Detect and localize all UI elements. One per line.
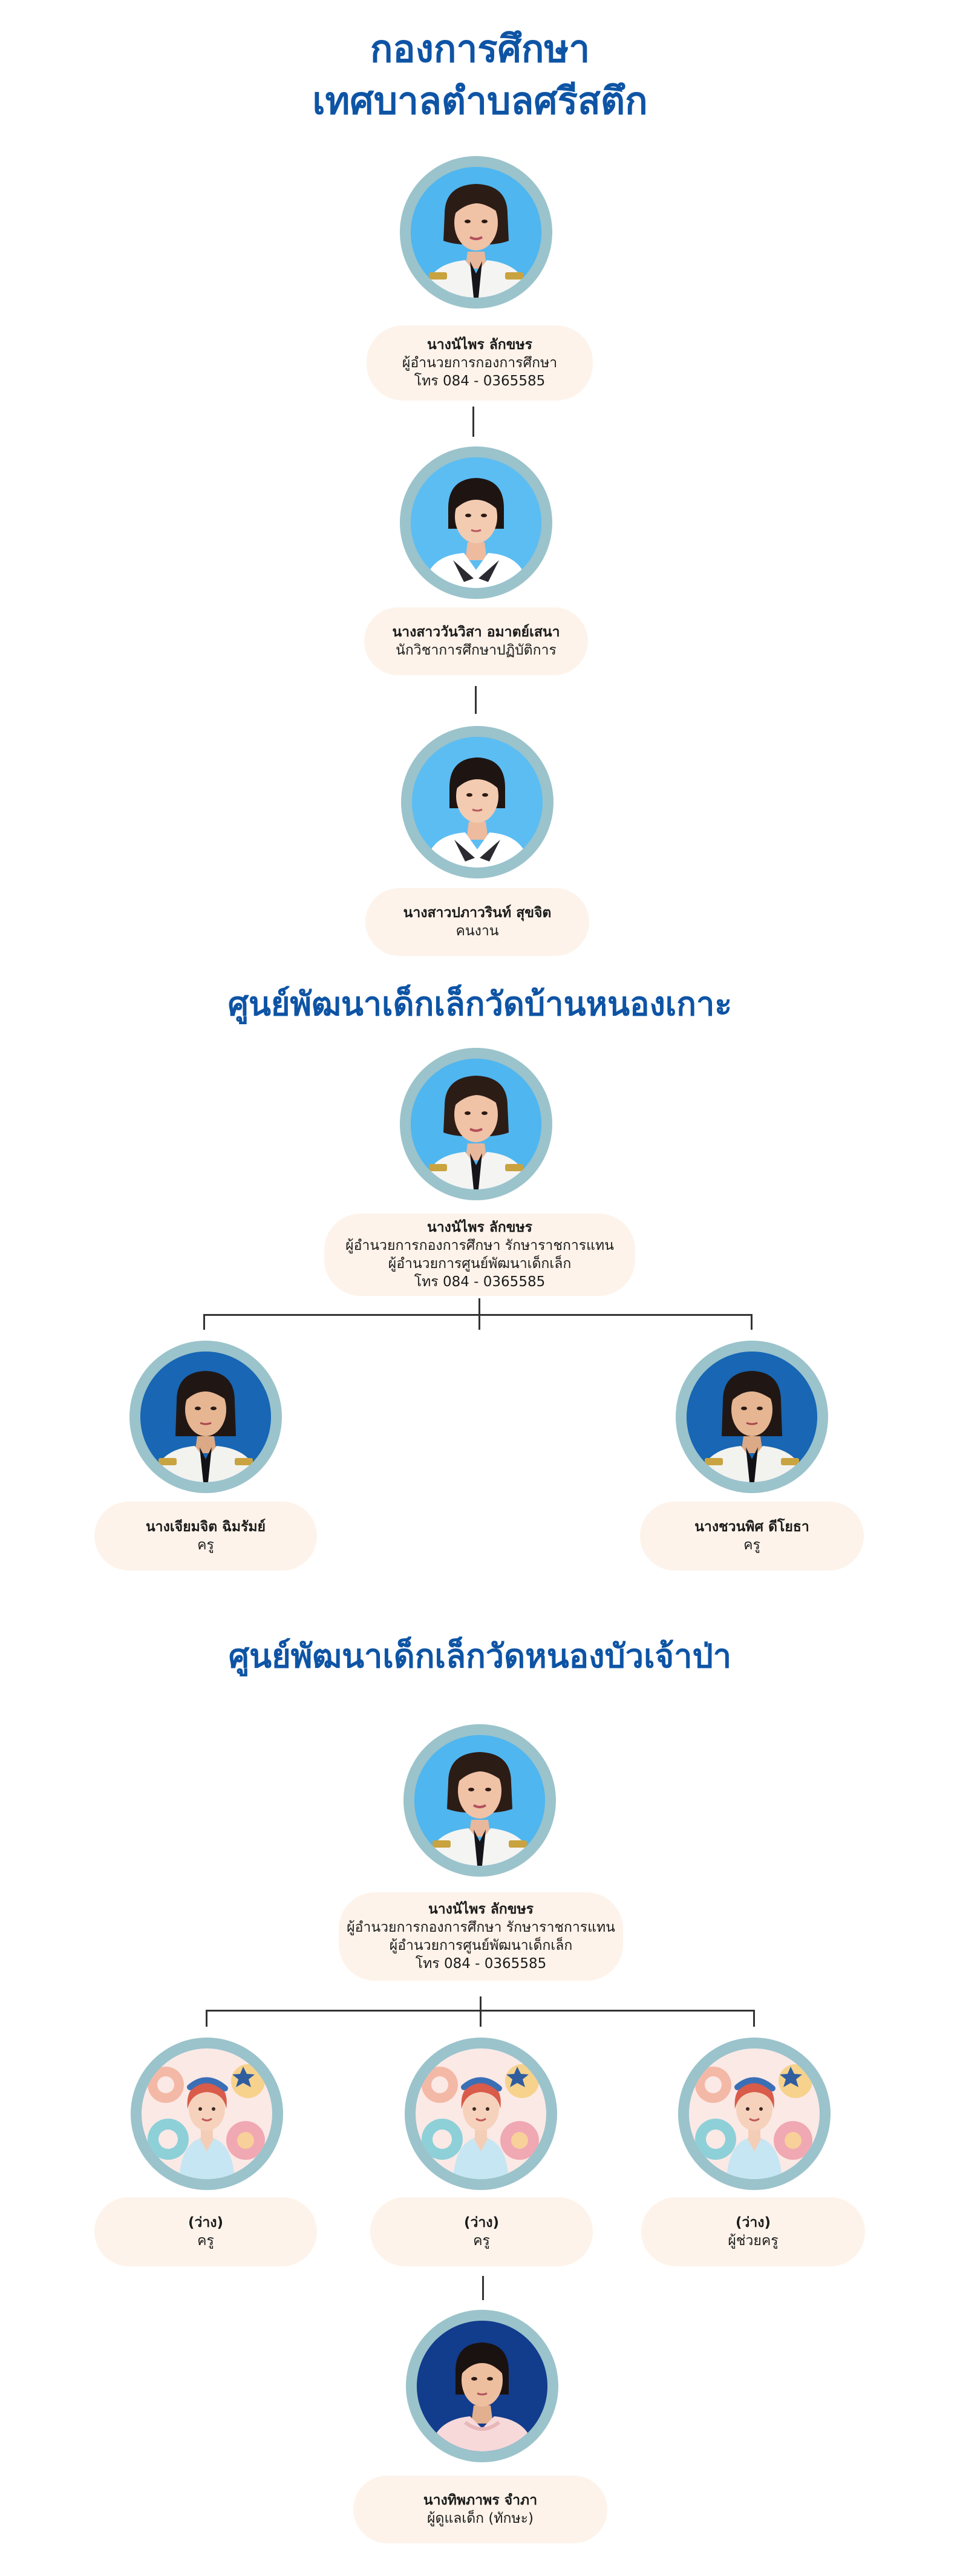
vacant-placeholder-illustration-icon: [142, 2048, 272, 2179]
director-card: นางนัไพร ลักขษร ผู้อำนวยการกองการศึกษา โ…: [367, 325, 593, 400]
academic-avatar: [400, 446, 552, 599]
center2-vacant-left-name: (ว่าง): [188, 2215, 224, 2231]
center1-connector-right: [751, 1314, 753, 1330]
director-avatar: [400, 156, 552, 309]
connector-academic-worker: [475, 686, 477, 714]
center2-caretaker-name: นางทิพภาพร จำภา: [423, 2493, 538, 2508]
center2-vacant-middle-avatar: [405, 2038, 557, 2190]
academic-card: นางสาววันวิสา อมาตย์เสนา นักวิชาการศึกษา…: [364, 607, 588, 675]
center1-head-phone: โทร 084 - 0365585: [414, 1274, 546, 1290]
person-photo-icon: [411, 457, 541, 588]
person-photo-icon: [412, 737, 543, 868]
center2-connector-caretaker: [482, 2276, 484, 2300]
center1-teacher-left-position: ครู: [197, 1537, 214, 1553]
center2-vacant-left-avatar: [131, 2038, 283, 2190]
center2-connector-stem: [480, 1996, 482, 2027]
center2-vacant-right-card: (ว่าง) ผู้ช่วยครู: [641, 2197, 865, 2266]
center1-teacher-left-avatar: [129, 1341, 282, 1493]
page-subtitle: เทศบาลตำบลศรีสตึก: [312, 79, 648, 123]
center2-vacant-right-position: ผู้ช่วยครู: [728, 2233, 779, 2249]
worker-avatar: [401, 726, 553, 878]
director-name: นางนัไพร ลักขษร: [427, 337, 532, 353]
center2-head-name: นางนัไพร ลักขษร: [428, 1901, 534, 1917]
center2-connector-right: [753, 2010, 755, 2027]
center1-head-position-1: ผู้อำนวยการกองการศึกษา รักษาราชการแทน: [345, 1238, 614, 1254]
center1-teacher-left-name: นางเจียมจิต ฉิมรัมย์: [145, 1519, 266, 1535]
center2-vacant-right-avatar: [678, 2038, 831, 2190]
person-photo-icon: [687, 1352, 817, 1482]
center1-title: ศูนย์พัฒนาเด็กเล็กวัดบ้านหนองเกาะ: [227, 985, 733, 1023]
center1-head-name: นางนัไพร ลักขษร: [427, 1220, 532, 1235]
director-position: ผู้อำนวยการกองการศึกษา: [402, 355, 558, 371]
worker-name: นางสาวปภาวรินท์ สุขจิต: [403, 905, 552, 921]
person-photo-icon: [411, 1059, 541, 1189]
worker-position: คนงาน: [456, 923, 499, 939]
center2-vacant-left-position: ครู: [197, 2233, 214, 2249]
center2-vacant-middle-card: (ว่าง) ครู: [370, 2197, 593, 2266]
center2-head-avatar: [403, 1724, 556, 1877]
center1-teacher-right-name: นางชวนพิศ ดีโยธา: [694, 1519, 809, 1535]
vacant-placeholder-illustration-icon: [416, 2048, 546, 2179]
center1-head-position-2: ผู้อำนวยการศูนย์พัฒนาเด็กเล็ก: [388, 1256, 572, 1272]
center2-vacant-left-card: (ว่าง) ครู: [94, 2197, 317, 2266]
center2-caretaker-card: นางทิพภาพร จำภา ผู้ดูแลเด็ก (ทักษะ): [353, 2476, 607, 2543]
person-photo-icon: [414, 1735, 545, 1866]
center2-caretaker-avatar: [406, 2310, 558, 2462]
center1-teacher-right-position: ครู: [743, 1537, 760, 1553]
center2-head-position-2: ผู้อำนวยการศูนย์พัฒนาเด็กเล็ก: [389, 1938, 573, 1953]
vacant-placeholder-illustration-icon: [689, 2048, 820, 2179]
center1-head-card: นางนัไพร ลักขษร ผู้อำนวยการกองการศึกษา ร…: [324, 1214, 635, 1296]
director-phone: โทร 084 - 0365585: [414, 373, 546, 389]
center1-teacher-right-avatar: [676, 1341, 828, 1493]
page-title: กองการศึกษา: [370, 27, 590, 71]
academic-position: นักวิชาการศึกษาปฏิบัติการ: [396, 642, 557, 658]
center2-caretaker-position: ผู้ดูแลเด็ก (ทักษะ): [427, 2511, 534, 2526]
center1-connector-left: [203, 1314, 205, 1330]
center2-title: ศูนย์พัฒนาเด็กเล็กวัดหนองบัวเจ้าป่า: [228, 1637, 732, 1675]
person-photo-icon: [411, 167, 541, 298]
center2-head-phone: โทร 084 - 0365585: [415, 1956, 547, 1972]
center1-teacher-left-card: นางเจียมจิต ฉิมรัมย์ ครู: [94, 1502, 317, 1571]
center2-head-position-1: ผู้อำนวยการกองการศึกษา รักษาราชการแทน: [347, 1920, 615, 1935]
worker-card: นางสาวปภาวรินท์ สุขจิต คนงาน: [365, 888, 589, 956]
center2-vacant-middle-name: (ว่าง): [463, 2215, 500, 2231]
person-photo-icon: [417, 2321, 547, 2451]
center2-head-card: นางนัไพร ลักขษร ผู้อำนวยการกองการศึกษา ร…: [339, 1892, 623, 1981]
connector-director-academic: [472, 407, 474, 437]
center1-teacher-right-card: นางชวนพิศ ดีโยธา ครู: [640, 1502, 864, 1571]
center2-connector-left: [206, 2010, 207, 2027]
center2-vacant-middle-position: ครู: [473, 2233, 490, 2249]
person-photo-icon: [140, 1352, 271, 1482]
center2-vacant-right-name: (ว่าง): [735, 2215, 771, 2231]
center2-connector-bar: [206, 2010, 755, 2012]
center1-head-avatar: [400, 1048, 552, 1200]
center1-connector-bar: [203, 1314, 753, 1316]
academic-name: นางสาววันวิสา อมาตย์เสนา: [392, 624, 560, 640]
